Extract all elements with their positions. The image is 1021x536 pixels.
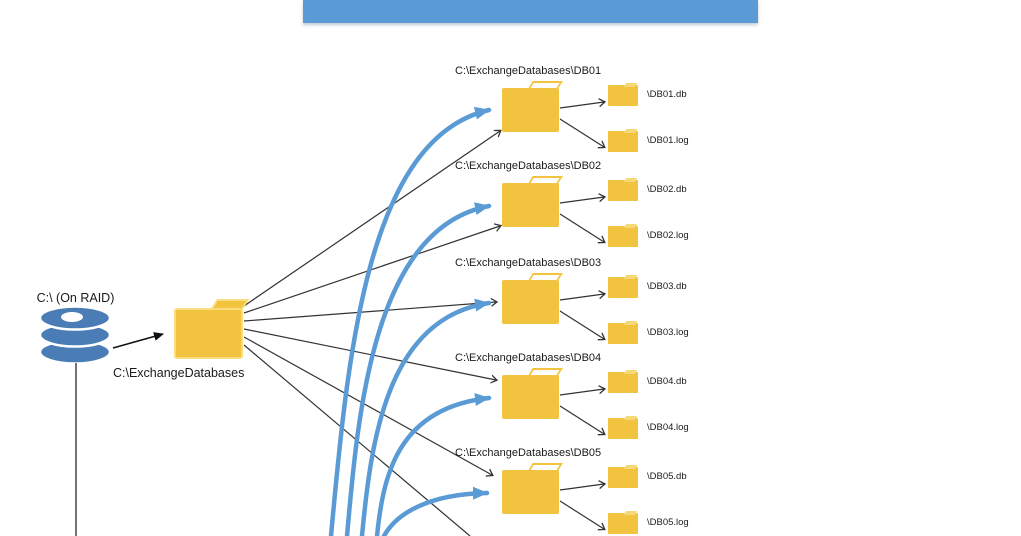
blue-curved-arrows (328, 106, 492, 536)
log-file-label: \DB04.log (647, 422, 689, 433)
raid-disk-icon (38, 305, 112, 365)
disk-label: C:\ (On RAID) (36, 291, 115, 305)
log-file-folder-icon (608, 323, 638, 344)
log-file-folder-icon (608, 131, 638, 152)
db-folder-body (502, 183, 559, 227)
db-path-label: C:\ExchangeDatabases\DB03 (455, 257, 602, 269)
db-file-folder-icon (608, 372, 638, 393)
log-file-label: \DB03.log (647, 327, 689, 338)
database-row: C:\ExchangeDatabases\DB05 \DB05.db \DB05… (0, 446, 1021, 536)
db-folder-icon (502, 176, 563, 227)
db-folder-body (502, 88, 559, 132)
db-folder-body (502, 280, 559, 324)
log-file-label: \DB02.log (647, 230, 689, 241)
db-file-label: \DB01.db (647, 89, 687, 100)
root-folder-body (174, 308, 243, 359)
folder-to-file-connectors (559, 102, 604, 529)
db-folder-icon (502, 368, 563, 419)
db-folder-icon (502, 81, 563, 132)
db-file-label: \DB02.db (647, 184, 687, 195)
database-row: C:\ExchangeDatabases\DB01 \DB01.db \DB01… (0, 64, 1021, 160)
root-folder-icon (174, 299, 250, 359)
root-to-db-connectors (243, 131, 500, 536)
db-file-label: \DB04.db (647, 376, 687, 387)
db-path-label: C:\ExchangeDatabases\DB05 (455, 447, 602, 459)
database-row: C:\ExchangeDatabases\DB03 \DB03.db \DB03… (0, 256, 1021, 352)
db-file-folder-icon (608, 277, 638, 298)
title-banner (303, 0, 758, 23)
db-folder-body (502, 375, 559, 419)
db-path-label: C:\ExchangeDatabases\DB04 (455, 352, 602, 364)
root-folder-label: C:\ExchangeDatabases (113, 366, 245, 380)
db-file-folder-icon (608, 467, 638, 488)
log-file-folder-icon (608, 513, 638, 534)
db-file-folder-icon (608, 85, 638, 106)
db-file-label: \DB03.db (647, 281, 687, 292)
db-file-label: \DB05.db (647, 471, 687, 482)
log-file-folder-icon (608, 226, 638, 247)
log-file-label: \DB05.log (647, 517, 689, 528)
db-file-folder-icon (608, 180, 638, 201)
database-row: C:\ExchangeDatabases\DB04 \DB04.db \DB04… (0, 351, 1021, 447)
db-folder-icon (502, 273, 563, 324)
database-row: C:\ExchangeDatabases\DB02 \DB02.db \DB02… (0, 159, 1021, 255)
log-file-label: \DB01.log (647, 135, 689, 146)
db-folder-icon (502, 463, 563, 514)
disk-to-folder-arrow (112, 332, 164, 349)
db-path-label: C:\ExchangeDatabases\DB02 (455, 160, 602, 172)
db-path-label: C:\ExchangeDatabases\DB01 (455, 65, 602, 77)
db-folder-body (502, 470, 559, 514)
log-file-folder-icon (608, 418, 638, 439)
